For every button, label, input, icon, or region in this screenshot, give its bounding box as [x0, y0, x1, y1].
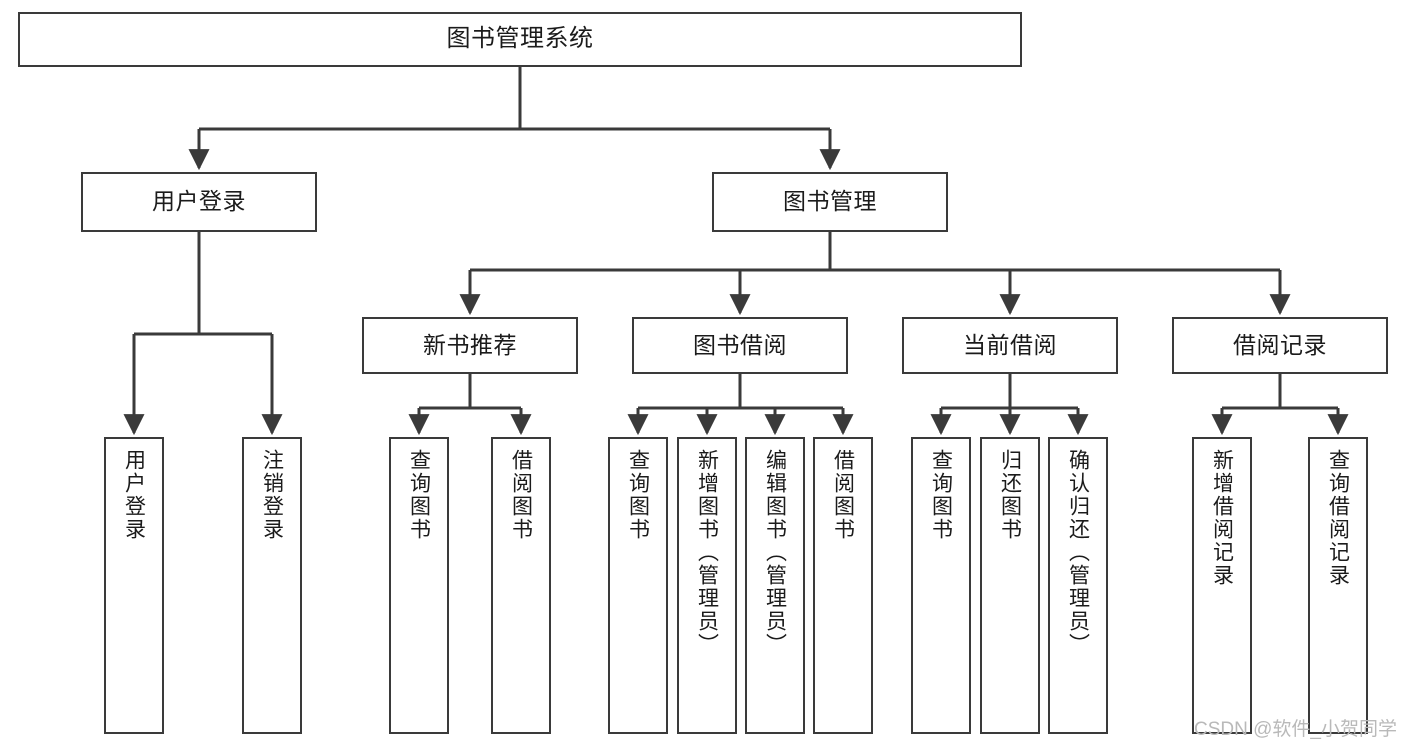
node-borrow-record[interactable]: 借阅记录 [1172, 317, 1388, 374]
node-leaf-query-record[interactable]: 查询借阅记录 [1308, 437, 1368, 734]
node-user-login-label: 用户登录 [152, 188, 246, 215]
node-book-management[interactable]: 图书管理 [712, 172, 948, 232]
node-leaf-edit-book[interactable]: 编辑图书（管理员） [745, 437, 805, 734]
node-book-borrow[interactable]: 图书借阅 [632, 317, 848, 374]
node-current-borrow[interactable]: 当前借阅 [902, 317, 1118, 374]
node-leaf-borrow-book-1[interactable]: 借阅图书 [491, 437, 551, 734]
node-root-label: 图书管理系统 [446, 25, 594, 53]
node-leaf-borrow-book-1-label: 借阅图书 [509, 449, 533, 541]
node-leaf-query-book-3[interactable]: 查询图书 [911, 437, 971, 734]
node-leaf-user-login-label: 用户登录 [122, 449, 146, 541]
node-leaf-add-book[interactable]: 新增图书（管理员） [677, 437, 737, 734]
node-new-book-recommend[interactable]: 新书推荐 [362, 317, 578, 374]
node-leaf-query-book-1[interactable]: 查询图书 [389, 437, 449, 734]
node-leaf-add-record-label: 新增借阅记录 [1210, 449, 1234, 587]
node-leaf-return-book[interactable]: 归还图书 [980, 437, 1040, 734]
node-leaf-confirm-return[interactable]: 确认归还（管理员） [1048, 437, 1108, 734]
node-leaf-edit-book-label: 编辑图书（管理员） [763, 449, 787, 656]
node-leaf-query-book-2-label: 查询图书 [626, 449, 650, 541]
node-leaf-query-record-label: 查询借阅记录 [1326, 449, 1350, 587]
node-leaf-query-book-3-label: 查询图书 [929, 449, 953, 541]
node-root[interactable]: 图书管理系统 [18, 12, 1022, 67]
node-user-login[interactable]: 用户登录 [81, 172, 317, 232]
node-current-borrow-label: 当前借阅 [963, 331, 1057, 358]
node-leaf-query-book-2[interactable]: 查询图书 [608, 437, 668, 734]
node-new-book-recommend-label: 新书推荐 [423, 331, 517, 358]
node-leaf-add-book-label: 新增图书（管理员） [695, 449, 719, 656]
node-book-management-label: 图书管理 [783, 188, 877, 215]
node-leaf-borrow-book-2[interactable]: 借阅图书 [813, 437, 873, 734]
node-leaf-return-book-label: 归还图书 [998, 449, 1022, 541]
node-book-borrow-label: 图书借阅 [693, 331, 787, 358]
node-leaf-query-book-1-label: 查询图书 [407, 449, 431, 541]
node-leaf-logout[interactable]: 注销登录 [242, 437, 302, 734]
node-leaf-confirm-return-label: 确认归还（管理员） [1066, 449, 1090, 656]
node-leaf-logout-label: 注销登录 [260, 449, 284, 541]
node-leaf-add-record[interactable]: 新增借阅记录 [1192, 437, 1252, 734]
node-leaf-user-login[interactable]: 用户登录 [104, 437, 164, 734]
node-borrow-record-label: 借阅记录 [1233, 331, 1327, 358]
node-leaf-borrow-book-2-label: 借阅图书 [831, 449, 855, 541]
